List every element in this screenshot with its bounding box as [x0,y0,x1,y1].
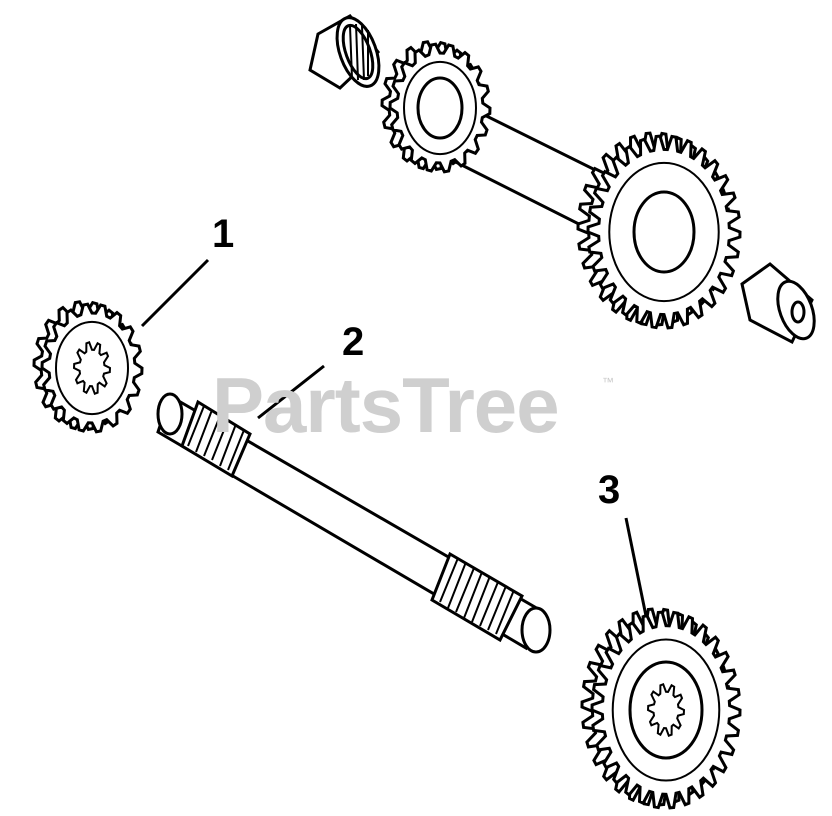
right-end-bearing [740,262,816,345]
watermark: PartsTree [212,361,560,449]
callout-1-label: 1 [212,212,235,256]
callout-3-leader [624,517,648,617]
part-1-spur-gear[interactable] [32,300,144,434]
left-needle-bearing [308,14,381,90]
countershaft-large-gear [576,131,742,330]
upper-shaft-assembly [308,14,816,345]
part-2-splined-shaft[interactable] [156,392,552,654]
callout-3-label: 3 [598,468,621,512]
callout-2-label: 2 [342,320,365,364]
part-3-large-gear[interactable] [580,607,742,810]
trademark-symbol: ™ [602,375,614,389]
countershaft-small-gear [380,40,492,174]
callout-1-leader [140,258,210,328]
callout-2-leader [257,364,325,420]
